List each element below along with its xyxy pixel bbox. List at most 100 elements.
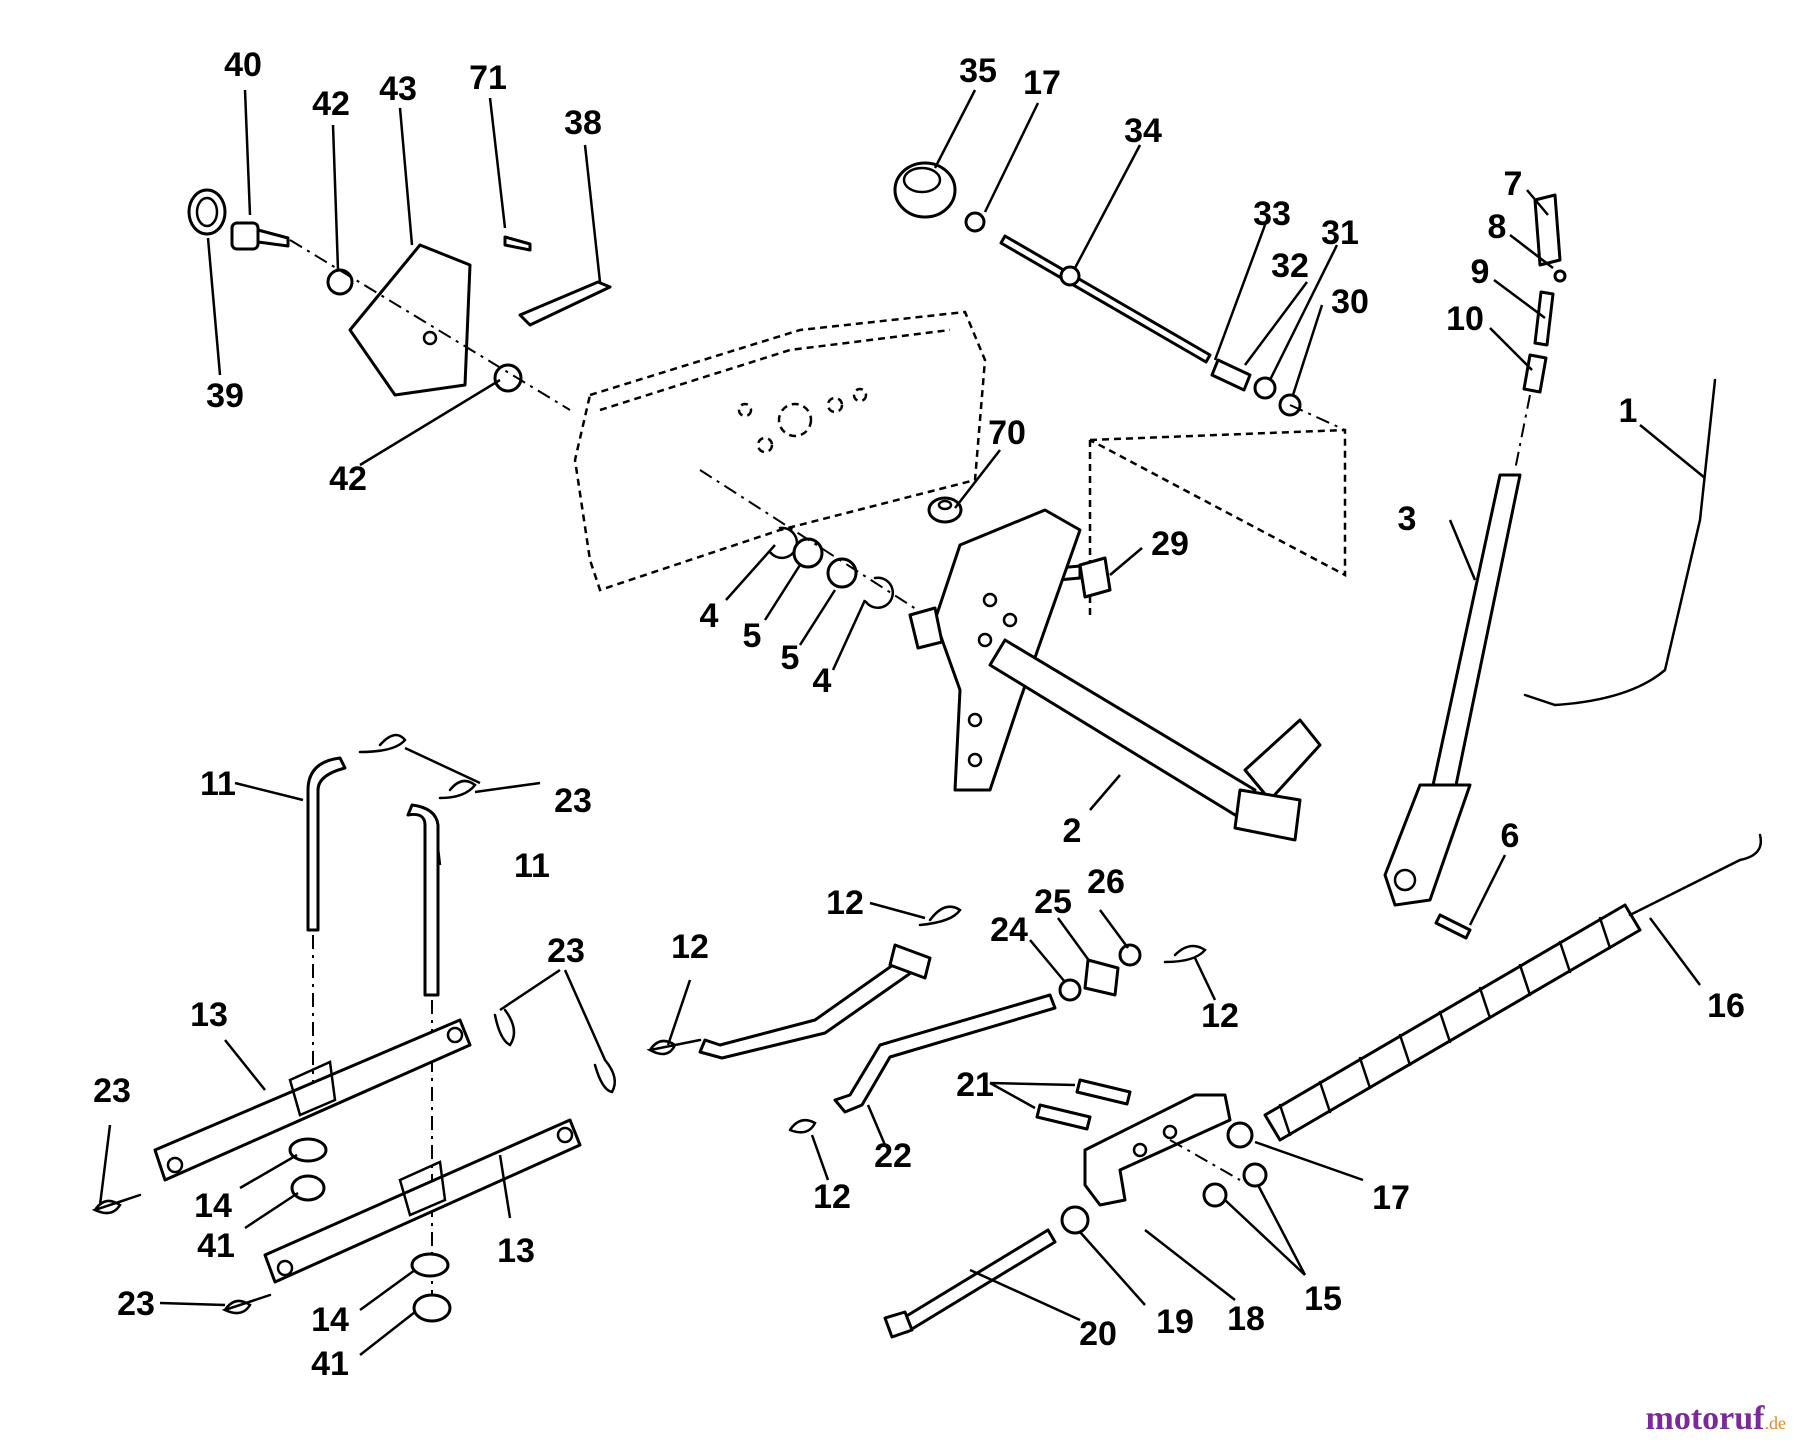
part-16-spring	[1263, 833, 1763, 1142]
part-18-bracket	[1083, 1093, 1232, 1207]
callout-18: 18	[1227, 1300, 1265, 1338]
part-41-nut-upper	[290, 1174, 326, 1202]
callout-2: 2	[1063, 812, 1082, 850]
callout-12-left: 12	[671, 928, 709, 966]
callout-17-upper: 17	[1023, 64, 1061, 102]
part-17-nut-lower	[1226, 1121, 1254, 1149]
callout-14-upper: 14	[194, 1187, 232, 1225]
part-35-knob	[893, 161, 957, 219]
part-23-hairpin-mid-1	[493, 1008, 516, 1047]
part-25-block	[1083, 958, 1120, 997]
part-38-latch	[518, 280, 612, 327]
part-71-screw	[503, 235, 532, 252]
callout-14-lower: 14	[311, 1301, 349, 1339]
callout-25: 25	[1034, 883, 1072, 921]
callout-5-left: 5	[743, 617, 762, 655]
callout-19: 19	[1156, 1303, 1194, 1341]
part-20-bolt	[883, 1228, 1057, 1339]
part-11-lift-rod-left	[306, 756, 347, 932]
part-11-lift-rod-right	[406, 803, 440, 997]
callout-17-lower: 17	[1372, 1179, 1410, 1217]
callout-24: 24	[990, 911, 1028, 949]
part-23-hairpin-left	[91, 1193, 142, 1215]
callout-21: 21	[956, 1066, 994, 1104]
callout-23-left: 23	[93, 1072, 131, 1110]
assembly-axis-shaft	[699, 469, 931, 619]
callout-22: 22	[874, 1137, 912, 1175]
callout-23-top: 23	[554, 782, 592, 820]
assembly-axis-rod	[1289, 404, 1346, 431]
callout-38: 38	[564, 104, 602, 142]
callout-6: 6	[1501, 817, 1520, 855]
part-17-washer-upper	[964, 211, 986, 233]
part-12-clip-top	[918, 905, 962, 927]
callout-39: 39	[206, 377, 244, 415]
callout-4-right: 4	[813, 662, 832, 700]
leader-lines	[98, 89, 1706, 1356]
callout-33: 33	[1253, 195, 1291, 233]
assembly-axis-bracket	[1169, 1139, 1241, 1181]
callout-12-right: 12	[1201, 997, 1239, 1035]
part-26-nut	[1118, 943, 1142, 967]
callout-42-lower: 42	[329, 460, 367, 498]
part-12-clip-right	[1163, 944, 1207, 964]
callout-15: 15	[1304, 1280, 1342, 1318]
callout-1: 1	[1619, 392, 1638, 430]
callout-30: 30	[1331, 283, 1369, 321]
part-41-nut-lower	[412, 1293, 452, 1323]
callout-12-top: 12	[826, 884, 864, 922]
callout-10: 10	[1446, 300, 1484, 338]
part-12-clip-left	[646, 1038, 702, 1056]
part-15-nut-right	[1242, 1162, 1268, 1188]
part-13-lift-link-upper	[153, 1018, 472, 1182]
callout-3: 3	[1398, 500, 1417, 538]
part-14-washer-lower	[410, 1252, 450, 1278]
callout-23-mid: 23	[547, 932, 585, 970]
callout-5-right: 5	[781, 639, 800, 677]
callout-9: 9	[1471, 253, 1490, 291]
frame-box-lines	[1088, 428, 1347, 620]
callout-7: 7	[1504, 165, 1523, 203]
watermark-main: motoruf	[1645, 1400, 1765, 1437]
callout-11-right: 11	[514, 847, 550, 885]
callout-32: 32	[1271, 247, 1309, 285]
callout-31: 31	[1321, 214, 1359, 252]
part-19-washer	[1060, 1205, 1090, 1235]
callout-labels: 40 42 43 71 38 39 42 35 17 34 33 32 31 3…	[93, 46, 1745, 1383]
part-70-bushing	[927, 496, 963, 524]
part-23-hairpin-top-1	[358, 733, 407, 754]
callout-35: 35	[959, 52, 997, 90]
part-42-washer-lower	[493, 363, 523, 393]
callout-20: 20	[1079, 1315, 1117, 1353]
callout-41-lower: 41	[311, 1345, 349, 1383]
callout-29: 29	[1151, 525, 1189, 563]
callout-12-bottom: 12	[813, 1178, 851, 1216]
part-5-washer-right	[826, 557, 858, 589]
callout-23-bottom: 23	[117, 1285, 155, 1323]
part-6-bolt	[1434, 913, 1472, 940]
callout-40: 40	[224, 46, 262, 84]
assembly-axis-upper-left	[289, 239, 571, 411]
part-42-washer-upper	[326, 268, 354, 296]
callout-43: 43	[379, 70, 417, 108]
part-5-washer-left	[792, 537, 824, 569]
part-12-clip-bottom	[788, 1118, 817, 1134]
callout-13-upper: 13	[190, 996, 228, 1034]
part-32-spring-small	[1210, 358, 1252, 392]
part-1-rod	[1523, 378, 1717, 707]
watermark-suffix: .de	[1764, 1413, 1787, 1433]
part-22-rod-lower	[833, 993, 1057, 1114]
watermark-logo: motoruf.de	[1646, 1400, 1786, 1438]
part-23-hairpin-mid-2	[593, 1058, 617, 1094]
callout-70: 70	[988, 414, 1026, 452]
callout-11-left: 11	[200, 765, 236, 803]
part-39-ring	[187, 188, 227, 236]
part-40-bolt	[230, 221, 290, 251]
part-3-lever-handle	[1383, 473, 1522, 907]
part-10-spring	[1522, 353, 1548, 394]
callout-13-lower: 13	[497, 1232, 535, 1270]
callout-8: 8	[1488, 208, 1507, 246]
callout-41-upper: 41	[197, 1227, 235, 1265]
assembly-axis-handle	[1514, 394, 1531, 471]
